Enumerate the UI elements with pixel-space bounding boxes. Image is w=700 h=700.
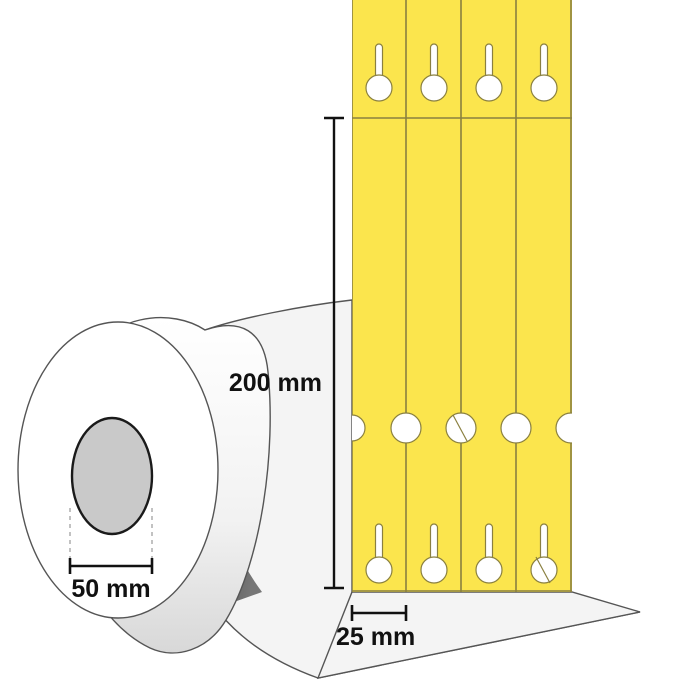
- label-sheet-fill: [352, 0, 572, 592]
- dimension-label-length: 200 mm: [229, 116, 344, 590]
- dimension-core-diameter: 50 mm: [68, 508, 154, 603]
- circle-cutout: [500, 412, 532, 444]
- keyhole-cutout: [365, 43, 393, 102]
- keyhole-cutout: [475, 523, 503, 584]
- dimension-label-width: 25 mm: [336, 605, 415, 651]
- keyhole-cutout: [365, 523, 393, 584]
- circle-cutout: [445, 412, 477, 444]
- dimension-label-width-text: 25 mm: [336, 623, 415, 651]
- roll-core: [70, 416, 154, 536]
- label-column-dividers: [352, 0, 572, 592]
- circle-cutout: [555, 412, 572, 444]
- keyhole-cutout: [530, 523, 558, 584]
- label-sheet: [352, 0, 572, 592]
- keyhole-cutout: [530, 43, 558, 102]
- keyhole-cutout: [420, 43, 448, 102]
- dimension-label-core: 50 mm: [71, 575, 150, 603]
- cutout-row-middle: [352, 412, 572, 444]
- dimension-label-length-text: 200 mm: [229, 369, 322, 397]
- circle-cutout: [390, 412, 422, 444]
- cutout-row-bottom: [365, 523, 558, 584]
- label-roll: [17, 316, 271, 654]
- cutout-row-top: [365, 43, 558, 102]
- circle-cutout: [352, 414, 366, 442]
- keyhole-cutout: [475, 43, 503, 102]
- keyhole-cutout: [420, 523, 448, 584]
